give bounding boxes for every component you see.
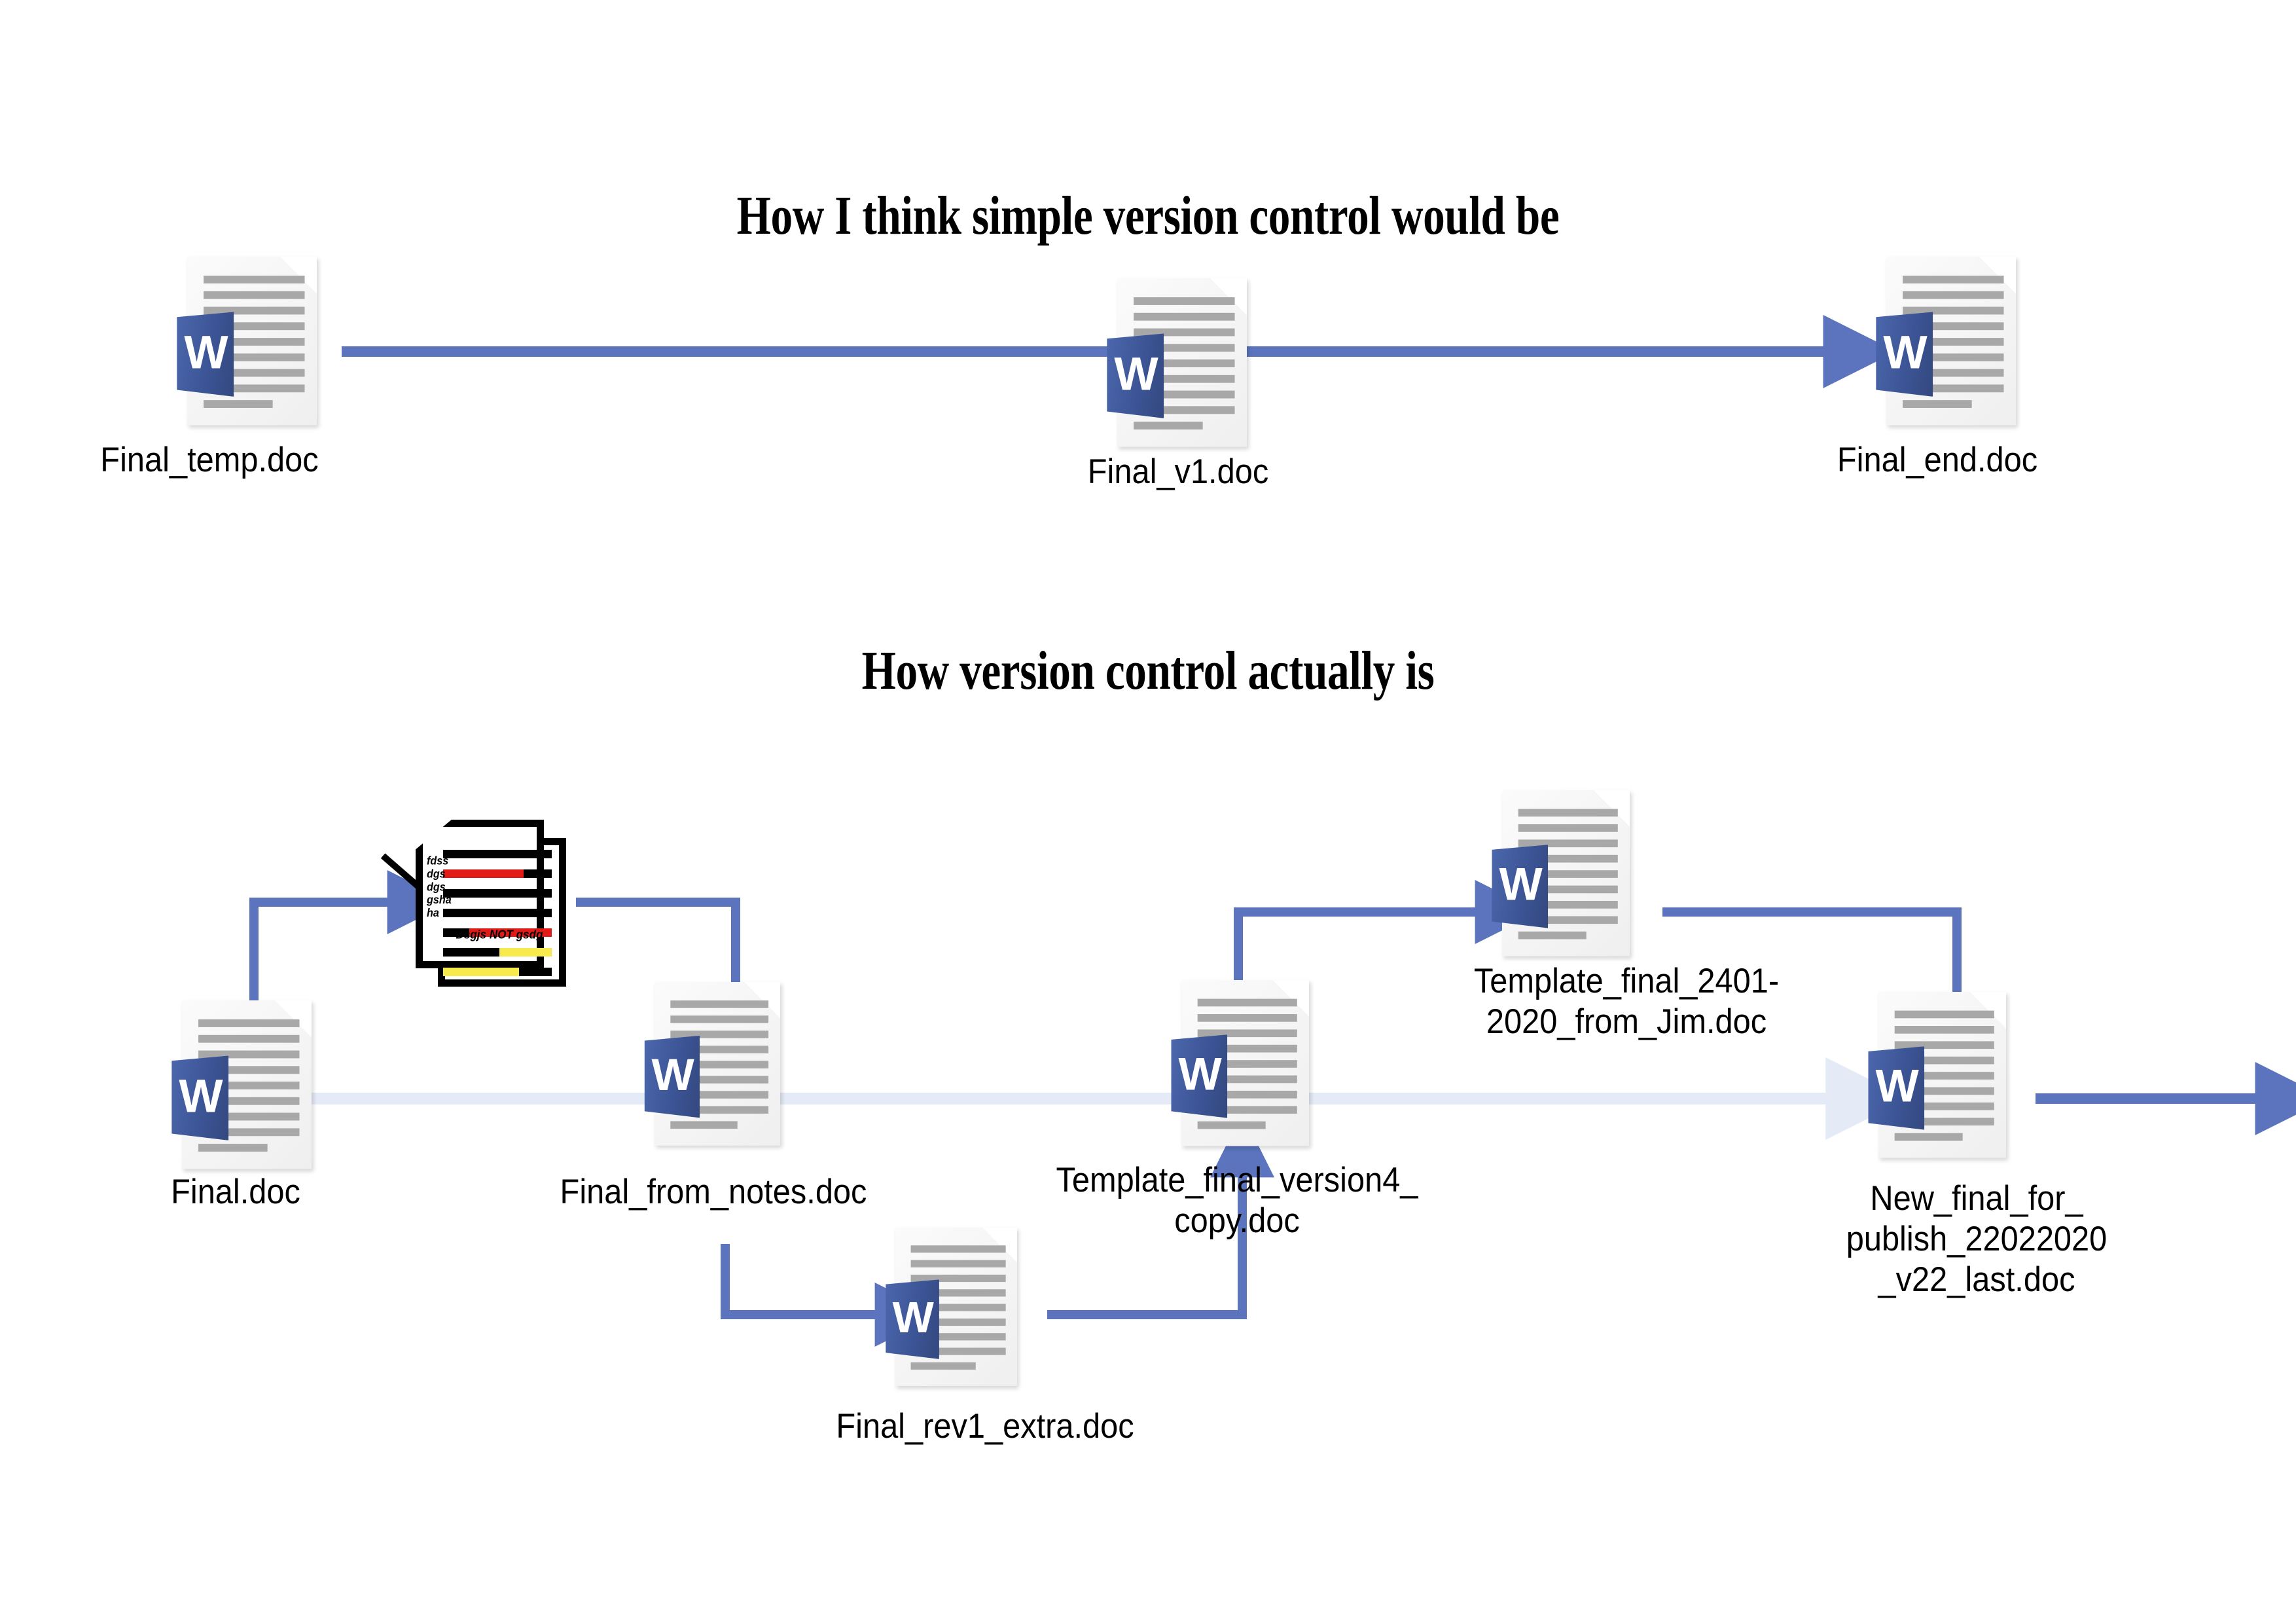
word-badge-letter: W (1114, 348, 1158, 401)
doc-text-lines (910, 1245, 1006, 1370)
word-badge-icon: W (1107, 333, 1164, 418)
label-final-rev1-extra: Final_rev1_extra.doc (836, 1407, 1134, 1446)
doc-text-lines (1134, 297, 1235, 429)
doc-text-lines (670, 1000, 769, 1129)
doc-text-lines (1518, 809, 1618, 939)
arrow-final-from-notes-to-rev1 (721, 1244, 939, 1347)
label-template-final-version4-copy: Template_final_version4_ copy.doc (1056, 1161, 1418, 1240)
doc-text-lines (1903, 276, 2004, 408)
label-final: Final.doc (171, 1173, 300, 1211)
label-final-v1: Final_v1.doc (1087, 452, 1269, 491)
word-badge-icon: W (171, 1055, 229, 1140)
label-template-final-2401: Template_final_2401- 2020_from_Jim.doc (1473, 962, 1780, 1041)
doc-text-lines (1894, 1010, 1994, 1141)
word-badge-letter: W (1178, 1049, 1221, 1101)
word-badge-letter: W (1883, 326, 1927, 379)
word-badge-icon: W (644, 1035, 700, 1118)
notes-handwriting-left: fdss dgs dgs gsha ha (426, 854, 452, 920)
doc-text-lines (204, 276, 305, 408)
word-badge-icon: W (1868, 1046, 1925, 1130)
word-badge-icon: W (1492, 845, 1549, 928)
word-badge-letter: W (179, 1070, 223, 1123)
doc-text-lines (1197, 998, 1297, 1129)
label-final-from-notes: Final_from_notes.doc (560, 1173, 867, 1211)
word-badge-icon: W (1876, 312, 1933, 397)
word-badge-letter: W (184, 326, 228, 379)
doc-page (895, 1228, 1017, 1386)
word-badge-letter: W (651, 1049, 694, 1101)
notes-handwriting-middle: Dsgjs NOT gsdg (456, 927, 543, 941)
word-badge-letter: W (892, 1293, 934, 1342)
notes-icon[interactable]: fdss dgs dgs gsha ha Dsgjs NOT gsdg (416, 820, 566, 987)
doc-page (187, 257, 317, 426)
word-badge-icon: W (177, 312, 234, 397)
section-title-expectation: How I think simple version control would… (736, 185, 1560, 246)
doc-page (1886, 257, 2016, 426)
word-badge-letter: W (1875, 1061, 1918, 1112)
notes-marked-lines (443, 850, 552, 987)
arrow-notes-to-final-from-notes (576, 898, 768, 1054)
word-badge-letter: W (1499, 859, 1542, 911)
label-final-end: Final_end.doc (1837, 441, 2038, 479)
section-title-reality: How version control actually is (861, 640, 1435, 701)
word-badge-icon: W (886, 1279, 939, 1359)
word-badge-icon: W (1171, 1034, 1228, 1118)
label-final-temp: Final_temp.doc (100, 441, 319, 479)
label-new-final-for-publish: New_final_for_ publish_22022020 _v22_las… (1846, 1179, 2108, 1299)
doc-text-lines (198, 1019, 300, 1152)
